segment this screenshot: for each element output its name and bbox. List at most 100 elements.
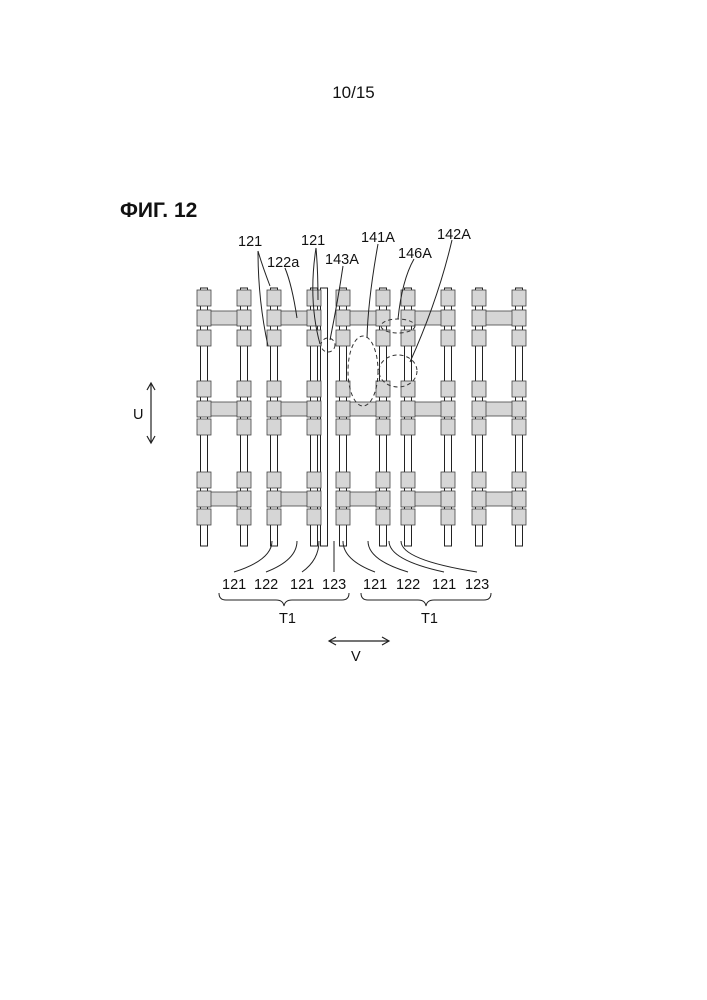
electrode-pad [336,310,350,326]
electrode-pad [197,491,211,507]
electrode-pad [197,509,211,525]
electrode-pad [267,330,281,346]
electrode-pad [441,491,455,507]
label-121-right: 121 [301,233,325,249]
electrode-pad [472,330,486,346]
electrode-pad [441,509,455,525]
bottom-label: 121 [290,577,314,593]
electrode-pad [307,401,321,417]
electrode-pad [307,491,321,507]
electrode-pad [401,472,415,488]
electrode-pad [512,381,526,397]
electrode-pad [197,290,211,306]
label-141A: 141A [361,230,395,246]
electrode-pad [441,472,455,488]
bottom-label: 122 [396,577,420,593]
electrode-pad [307,381,321,397]
electrode-pad [336,509,350,525]
electrode-pad [197,310,211,326]
label-143A: 143A [325,252,359,268]
bottom-leader [401,541,477,572]
electrode-pad [307,290,321,306]
electrode-pad [401,491,415,507]
electrode-pad [237,419,251,435]
bottom-label: 121 [222,577,246,593]
electrode-pad [267,310,281,326]
electrode-pad [267,381,281,397]
electrode-pad [197,472,211,488]
electrode-strip [321,288,328,546]
electrode-pad [267,472,281,488]
bottom-label: 122 [254,577,278,593]
electrode-pad [441,310,455,326]
electrode-pad [336,419,350,435]
electrode-pad [472,310,486,326]
electrode-pad [472,419,486,435]
electrode-pad [197,330,211,346]
electrode-pad [472,491,486,507]
electrode-pad [336,491,350,507]
electrode-pad [512,491,526,507]
axis-label-u: U [133,407,143,423]
region-141A [348,336,378,406]
bottom-leader [234,541,272,572]
electrode-pad [512,419,526,435]
electrode-pad [376,330,390,346]
axis-label-v: V [351,649,361,665]
bottom-label: 123 [465,577,489,593]
electrode-pad [237,330,251,346]
electrode-pad [307,472,321,488]
electrode-pad [237,509,251,525]
electrode-pad [267,509,281,525]
electrode-pad [336,381,350,397]
electrode-pad [237,491,251,507]
electrode-pad [376,509,390,525]
electrode-pad [336,401,350,417]
electrode-pad [512,290,526,306]
bottom-label: 121 [363,577,387,593]
electrode-pad [472,472,486,488]
electrode-pad [197,401,211,417]
label-142A: 142A [437,227,471,243]
electrode-pad [336,472,350,488]
electrode-pad [267,419,281,435]
electrode-pad [376,381,390,397]
label-121-left: 121 [238,234,262,250]
electrode-pad [472,509,486,525]
electrode-pad [267,290,281,306]
electrode-pad [376,401,390,417]
electrode-pad [512,310,526,326]
electrode-pad [441,290,455,306]
electrode-pad [401,401,415,417]
electrode-pad [376,310,390,326]
group-label-2: T1 [421,611,438,627]
brace-group-1 [219,593,349,606]
electrode-pad [401,290,415,306]
electrode-pad [472,290,486,306]
electrode-pad [441,330,455,346]
electrode-pad [472,401,486,417]
electrode-pad [267,491,281,507]
electrode-pad [237,401,251,417]
electrode-pad [401,419,415,435]
electrode-pad [472,381,486,397]
electrode-pad [376,472,390,488]
electrode-pad [512,509,526,525]
electrode-pad [237,290,251,306]
label-122a: 122a [267,255,300,271]
electrode-pad [376,491,390,507]
bottom-leader [343,541,375,572]
brace-group-2 [361,593,491,606]
electrode-pad [197,419,211,435]
leader-122a [285,268,297,318]
electrode-pad [237,472,251,488]
electrode-pad [441,419,455,435]
electrode-pad [307,509,321,525]
bottom-label: 123 [322,577,346,593]
electrode-pad [336,330,350,346]
electrode-pad [307,419,321,435]
electrode-pad [376,419,390,435]
electrode-pad [441,401,455,417]
electrode-pad [267,401,281,417]
